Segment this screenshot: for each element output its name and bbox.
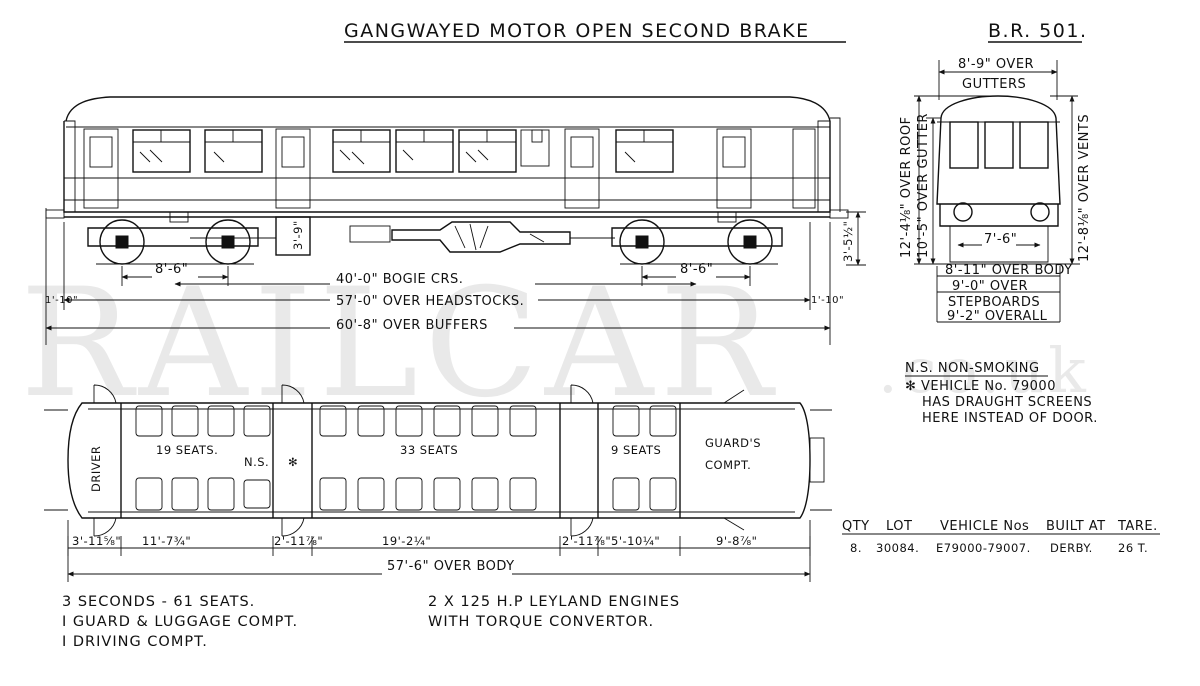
buffer-height: 3'-5½" — [841, 221, 855, 262]
bogie-centres: 40'-0" BOGIE CRS. — [336, 272, 463, 287]
note-asterisk-1: ✻ VEHICLE No. 79000 — [905, 379, 1056, 394]
table-header-lot: LOT — [886, 519, 912, 534]
plan-dimension-label: 3'-11⅝" — [72, 534, 121, 548]
over-body: 8'-11" OVER BODY — [945, 263, 1073, 278]
note-asterisk-2: HAS DRAUGHT SCREENS — [922, 395, 1092, 410]
over-gutters-1: 8'-9" OVER — [958, 57, 1034, 72]
diagram-number: B.R. 501. — [988, 20, 1087, 42]
seat — [395, 477, 423, 511]
end-bogie-gauge: 7'-6" — [984, 232, 1017, 247]
plan-driver: DRIVER — [89, 446, 103, 492]
plan-dimension-label: 2'-11⅞" — [562, 534, 611, 548]
table-cell-tare: 26 T. — [1118, 541, 1148, 555]
seat — [395, 405, 423, 437]
summary-left-3: I DRIVING COMPT. — [62, 634, 208, 650]
plan-over-body: 57'-6" OVER BODY — [387, 559, 515, 574]
plan-dimension-label: 2'-11⅞" — [274, 534, 323, 548]
plan-ns: N.S. — [244, 455, 269, 469]
table-cell-qty: 8. — [850, 541, 862, 555]
seat — [471, 477, 499, 511]
seat — [243, 479, 271, 509]
seat — [612, 477, 640, 511]
seat — [357, 405, 385, 437]
summary: 3 SECONDS - 61 SEATS. I GUARD & LUGGAGE … — [62, 594, 680, 650]
plan-dimension-label: 19'-2¼" — [382, 534, 431, 548]
vehicle-table: QTY LOT VEHICLE Nos BUILT AT TARE. 8. 30… — [842, 519, 1160, 555]
seating — [135, 405, 677, 511]
seat — [433, 405, 461, 437]
table-header-built-at: BUILT AT — [1046, 519, 1106, 534]
watermark-suffix: .co.uk — [878, 334, 1090, 407]
seat — [171, 405, 199, 437]
seat — [509, 405, 537, 437]
plan-dimension-label: 5'-10¼" — [611, 534, 660, 548]
plan-seats-9: 9 SEATS — [611, 443, 661, 457]
over-stepboards-2: STEPBOARDS — [948, 295, 1040, 310]
underframe-equipment — [190, 216, 615, 256]
over-gutter: 10'-5" OVER GUTTER — [916, 113, 931, 258]
plan-guards-2: COMPT. — [705, 458, 751, 472]
seat — [649, 405, 677, 437]
table-header-tare: TARE. — [1117, 519, 1158, 534]
end-elevation: 7'-6" 8'-9" OVER GUTTERS 12'-4⅛" OVER RO… — [899, 57, 1092, 324]
seat — [207, 477, 235, 511]
buffer-length-right: 1'-10" — [811, 295, 844, 306]
table-cell-built-at: DERBY. — [1050, 541, 1093, 555]
over-vents: 12'-8⅛" OVER VENTS — [1077, 114, 1092, 262]
seat — [357, 477, 385, 511]
seat — [207, 405, 235, 437]
summary-right-1: 2 X 125 H.P LEYLAND ENGINES — [428, 594, 680, 610]
side-elevation: 8'-6" 8'-6" 40'-0" BOGIE CRS. 57'-0" OVE… — [45, 96, 866, 345]
table-cell-lot: 30084. — [876, 541, 919, 555]
summary-left-2: I GUARD & LUGGAGE COMPT. — [62, 614, 298, 630]
plan-guards-1: GUARD'S — [705, 436, 761, 450]
seat — [612, 405, 640, 437]
seat — [649, 477, 677, 511]
bogie-right — [611, 219, 783, 265]
engine-height: 3'-9" — [291, 220, 305, 250]
seat — [471, 405, 499, 437]
seat — [243, 405, 271, 437]
plan-seats-19: 19 SEATS. — [156, 443, 218, 457]
table-header-qty: QTY — [842, 519, 870, 534]
seat — [319, 477, 347, 511]
over-stepboards-1: 9'-0" OVER — [952, 279, 1028, 294]
plan-dimension-label: 9'-8⅞" — [716, 534, 757, 548]
seat — [433, 477, 461, 511]
over-headstocks: 57'-0" OVER HEADSTOCKS. — [336, 294, 524, 309]
watermark: RAILCAR .co.uk — [20, 257, 1090, 431]
watermark-main: RAILCAR — [20, 257, 778, 431]
seat — [135, 405, 163, 437]
notes: N.S. NON-SMOKING ✻ VEHICLE No. 79000 HAS… — [905, 361, 1098, 426]
seat — [509, 477, 537, 511]
end-overall: 9'-2" OVERALL — [947, 309, 1048, 324]
over-buffers: 60'-8" OVER BUFFERS — [336, 318, 488, 333]
bogie-left — [87, 219, 259, 265]
floor-plan: DRIVER 19 SEATS. N.S. ✻ 33 SEATS 9 SEATS… — [44, 384, 832, 582]
summary-right-2: WITH TORQUE CONVERTOR. — [428, 614, 654, 630]
seat — [171, 477, 199, 511]
seat — [319, 405, 347, 437]
table-cell-vehicle-nos: E79000-79007. — [936, 541, 1031, 555]
side-windows — [132, 129, 674, 173]
seat — [135, 477, 163, 511]
bogie-wheelbase-left: 8'-6" — [155, 262, 188, 277]
diagram-title: GANGWAYED MOTOR OPEN SECOND BRAKE — [344, 20, 810, 42]
plan-dimensions: 3'-11⅝"11'-7¾"2'-11⅞"19'-2¼"2'-11⅞"5'-10… — [67, 534, 811, 556]
buffer-length-left: 1'-10" — [45, 295, 78, 306]
note-asterisk-3: HERE INSTEAD OF DOOR. — [922, 411, 1098, 426]
over-roof: 12'-4⅛" OVER ROOF — [899, 116, 914, 258]
plan-asterisk: ✻ — [288, 455, 298, 469]
plan-dimension-label: 11'-7¾" — [142, 534, 191, 548]
over-gutters-2: GUTTERS — [962, 77, 1026, 92]
summary-left-1: 3 SECONDS - 61 SEATS. — [62, 594, 255, 610]
bogie-wheelbase-right: 8'-6" — [680, 262, 713, 277]
table-header-vehicle-nos: VEHICLE Nos — [940, 519, 1029, 534]
plan-seats-33: 33 SEATS — [400, 443, 458, 457]
note-ns: N.S. NON-SMOKING — [905, 361, 1040, 376]
